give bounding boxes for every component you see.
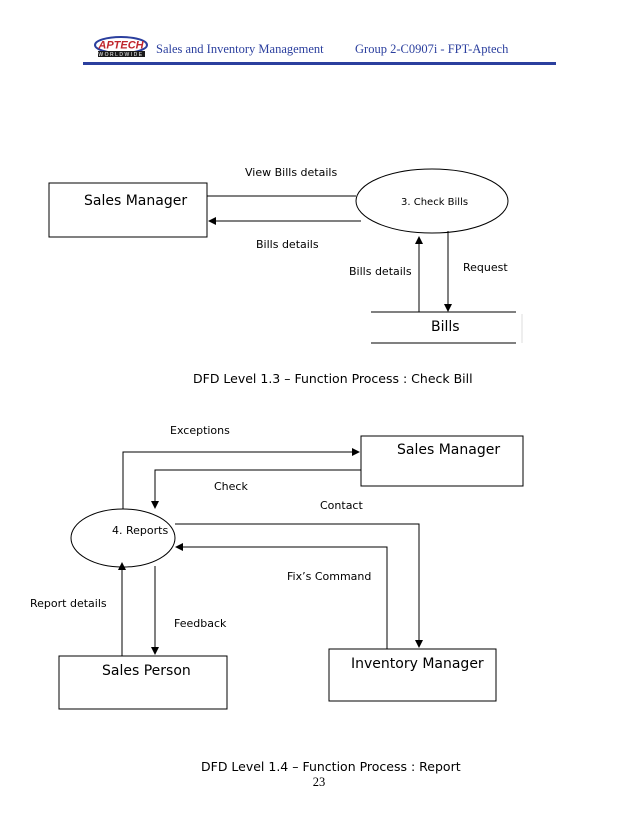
flow-fix-command-label: Fix’s Command: [287, 570, 371, 583]
sales-manager-entity-2: [360, 435, 524, 487]
flow-feedback-label: Feedback: [174, 617, 227, 630]
flow-report-details-label: Report details: [30, 597, 107, 610]
sales-manager-label: Sales Manager: [84, 193, 187, 209]
svg-text:WORLDWIDE: WORLDWIDE: [98, 52, 143, 58]
flow-contact-label: Contact: [320, 499, 363, 512]
flow-check: [151, 469, 361, 509]
aptech-logo: APTECH WORLDWIDE: [94, 36, 148, 58]
svg-text:APTECH: APTECH: [97, 40, 144, 52]
reports-label: 4. Reports: [112, 524, 168, 537]
caption-dfd-1-3: DFD Level 1.3 – Function Process : Check…: [193, 371, 473, 386]
bills-store-label: Bills: [431, 319, 460, 335]
flow-exceptions-label: Exceptions: [170, 424, 230, 437]
flow-view-bills-label: View Bills details: [245, 166, 337, 179]
header-rule: [83, 62, 556, 65]
flow-fix-command: [175, 543, 388, 649]
flow-request-label: Request: [463, 261, 508, 274]
sales-manager-entity: [48, 182, 208, 238]
page-number: 23: [312, 775, 326, 789]
dfd-level-1-3: Sales Manager 3. Check Bills View Bills …: [48, 166, 523, 344]
flow-exceptions: [122, 448, 360, 509]
flow-check-label: Check: [214, 480, 248, 493]
flow-bills-details-up-label: Bills details: [349, 265, 412, 278]
flow-contact: [175, 523, 423, 648]
reports-process: [70, 508, 176, 568]
flow-bills-details-left-label: Bills details: [256, 238, 319, 251]
dfd-level-1-4: Sales Manager 4. Reports Sales Person In…: [30, 424, 524, 710]
sales-person-label: Sales Person: [102, 663, 191, 679]
header-left-text: Sales and Inventory Management: [156, 42, 324, 56]
check-bills-process: [355, 168, 509, 234]
caption-dfd-1-4: DFD Level 1.4 – Function Process : Repor…: [201, 759, 461, 774]
header-right-text: Group 2-C0907i - FPT-Aptech: [355, 42, 509, 56]
sales-manager-label-2: Sales Manager: [397, 442, 500, 458]
check-bills-label: 3. Check Bills: [401, 197, 468, 208]
inventory-manager-label: Inventory Manager: [351, 656, 484, 672]
sales-person-entity: [58, 655, 228, 710]
inventory-manager-entity: [328, 648, 497, 702]
